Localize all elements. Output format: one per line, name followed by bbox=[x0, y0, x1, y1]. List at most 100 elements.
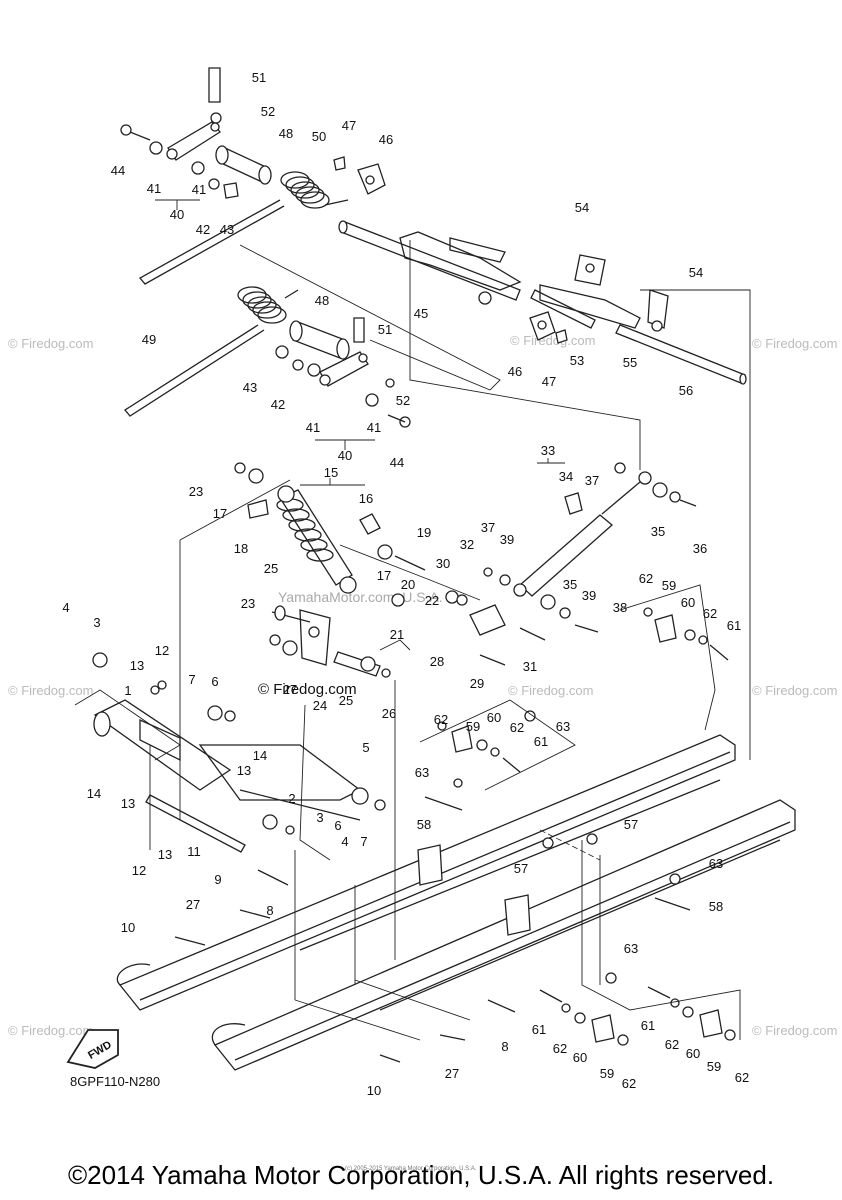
callout-39: 39 bbox=[582, 588, 596, 603]
callout-10: 10 bbox=[367, 1083, 381, 1098]
callout-7: 7 bbox=[188, 672, 195, 687]
callout-27: 27 bbox=[186, 897, 200, 912]
watermark-right-1: © Firedog.com bbox=[752, 336, 837, 351]
callout-35: 35 bbox=[651, 524, 665, 539]
front-arm-rails bbox=[92, 652, 796, 1071]
callout-3: 3 bbox=[93, 615, 100, 630]
reference-lines bbox=[74, 199, 751, 1041]
watermark-center: © Firedog.com bbox=[258, 681, 357, 698]
callout-14: 14 bbox=[87, 786, 101, 801]
callout-62: 62 bbox=[639, 571, 653, 586]
callout-41: 41 bbox=[147, 181, 161, 196]
callout-59: 59 bbox=[600, 1066, 614, 1081]
callout-43: 43 bbox=[243, 380, 257, 395]
callout-61: 61 bbox=[641, 1018, 655, 1033]
watermark-left-3: © Firedog.com bbox=[8, 1023, 93, 1038]
callout-62: 62 bbox=[703, 606, 717, 621]
callout-42: 42 bbox=[271, 397, 285, 412]
callout-57: 57 bbox=[624, 817, 638, 832]
callout-58: 58 bbox=[417, 817, 431, 832]
watermark-right-3: © Firedog.com bbox=[752, 1023, 837, 1038]
callout-24: 24 bbox=[313, 698, 327, 713]
callout-17: 17 bbox=[213, 506, 227, 521]
callout-16: 16 bbox=[359, 491, 373, 506]
callout-36: 36 bbox=[693, 541, 707, 556]
callout-35: 35 bbox=[563, 577, 577, 592]
callout-33: 33 bbox=[541, 443, 555, 458]
callout-11: 11 bbox=[187, 844, 201, 859]
callout-60: 60 bbox=[487, 710, 501, 725]
watermarks: © Firedog.com © Firedog.com © Firedog.co… bbox=[8, 333, 837, 1038]
callout-61: 61 bbox=[534, 734, 548, 749]
callout-25: 25 bbox=[264, 561, 278, 576]
callout-20: 20 bbox=[401, 577, 415, 592]
fwd-arrow-icon: FWD bbox=[66, 1029, 119, 1069]
callout-60: 60 bbox=[573, 1050, 587, 1065]
callout-1: 1 bbox=[124, 683, 131, 698]
callout-40: 40 bbox=[170, 207, 184, 222]
callout-13: 13 bbox=[121, 796, 135, 811]
callout-23: 23 bbox=[189, 484, 203, 499]
callout-47: 47 bbox=[342, 118, 356, 133]
callout-13: 13 bbox=[158, 847, 172, 862]
upper-assembly bbox=[120, 67, 747, 428]
watermark-mid-2: © Firedog.com bbox=[508, 683, 593, 698]
callout-27: 27 bbox=[283, 682, 297, 697]
callout-39: 39 bbox=[500, 532, 514, 547]
watermark-yamaha: YamahaMotor.com, U.S.A. bbox=[278, 589, 443, 605]
callout-52: 52 bbox=[396, 393, 410, 408]
callout-29: 29 bbox=[470, 676, 484, 691]
callout-40: 40 bbox=[338, 448, 352, 463]
callout-18: 18 bbox=[234, 541, 248, 556]
callout-55: 55 bbox=[623, 355, 637, 370]
callout-63: 63 bbox=[709, 856, 723, 871]
callout-23: 23 bbox=[241, 596, 255, 611]
callout-22: 22 bbox=[425, 593, 439, 608]
callout-31: 31 bbox=[523, 659, 537, 674]
callout-26: 26 bbox=[382, 706, 396, 721]
callout-5: 5 bbox=[362, 740, 369, 755]
callout-62: 62 bbox=[434, 712, 448, 727]
callout-62: 62 bbox=[510, 720, 524, 735]
callout-12: 12 bbox=[155, 643, 169, 658]
callout-63: 63 bbox=[556, 719, 570, 734]
callout-62: 62 bbox=[665, 1037, 679, 1052]
callout-60: 60 bbox=[686, 1046, 700, 1061]
callout-30: 30 bbox=[436, 556, 450, 571]
callout-61: 61 bbox=[727, 618, 741, 633]
callout-27: 27 bbox=[445, 1066, 459, 1081]
callout-51: 51 bbox=[378, 322, 392, 337]
callout-34: 34 bbox=[559, 469, 573, 484]
callout-2: 2 bbox=[288, 791, 295, 806]
callout-62: 62 bbox=[553, 1041, 567, 1056]
callout-59: 59 bbox=[662, 578, 676, 593]
watermark-left-1: © Firedog.com bbox=[8, 336, 93, 351]
callout-8: 8 bbox=[266, 903, 273, 918]
callout-53: 53 bbox=[570, 353, 584, 368]
callout-63: 63 bbox=[415, 765, 429, 780]
callout-8: 8 bbox=[501, 1039, 508, 1054]
callout-25: 25 bbox=[339, 693, 353, 708]
callout-28: 28 bbox=[430, 654, 444, 669]
callout-13: 13 bbox=[237, 763, 251, 778]
callout-63: 63 bbox=[624, 941, 638, 956]
copyright-notice: ©2014 Yamaha Motor Corporation, U.S.A. A… bbox=[67, 1160, 775, 1190]
callout-41: 41 bbox=[367, 420, 381, 435]
callout-9: 9 bbox=[214, 872, 221, 887]
callout-50: 50 bbox=[312, 129, 326, 144]
diagram-code: 8GPF110-N280 bbox=[70, 1074, 160, 1089]
callout-12: 12 bbox=[132, 863, 146, 878]
callout-43: 43 bbox=[220, 222, 234, 237]
callout-44: 44 bbox=[111, 163, 125, 178]
callout-48: 48 bbox=[315, 293, 329, 308]
watermark-right-2: © Firedog.com bbox=[752, 683, 837, 698]
callout-60: 60 bbox=[681, 595, 695, 610]
callout-38: 38 bbox=[613, 600, 627, 615]
callout-62: 62 bbox=[622, 1076, 636, 1091]
callout-21: 21 bbox=[390, 627, 404, 642]
callout-51: 51 bbox=[252, 70, 266, 85]
callout-54: 54 bbox=[689, 265, 703, 280]
callout-14: 14 bbox=[253, 748, 267, 763]
